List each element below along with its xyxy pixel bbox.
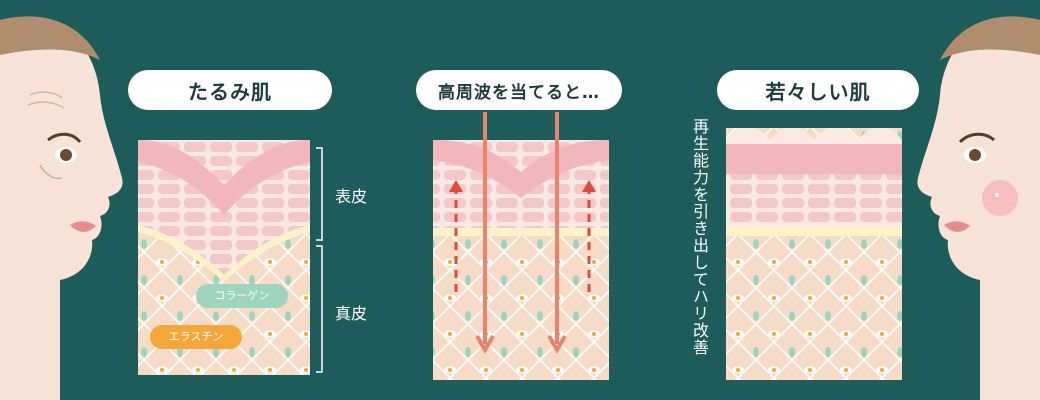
collagen-pill [196,284,288,308]
title-youthful-skin: 若々しい肌 [717,70,919,110]
rf-arrow-left [475,112,495,355]
collagen-label: コラーゲン [214,289,270,302]
title-youthful-skin-text: 若々しい肌 [765,79,871,104]
heat-arrow-left [449,180,463,292]
treated-skin-block [433,140,609,380]
title-radio-frequency: 高周波を当てると… [416,70,622,110]
title-radio-frequency-text: 高周波を当てると… [438,82,600,103]
elastin-pill [150,325,242,349]
title-sagging-skin: たるみ肌 [128,70,332,110]
title-sagging-skin-text: たるみ肌 [188,79,272,104]
dermis-label: 真皮 [335,304,368,323]
right-face [917,16,1040,400]
dermis-bracket [316,245,323,373]
rf-arrow-right [547,112,567,355]
result-vertical-text: 再生能力を引き出してハリ改善 [690,118,709,356]
heat-arrow-right [582,180,596,292]
left-face [0,16,123,400]
epidermis-label: 表皮 [335,187,368,206]
youthful-skin-block [726,128,902,380]
elastin-label: エラスチン [168,330,224,343]
epidermis-bracket [316,147,323,241]
